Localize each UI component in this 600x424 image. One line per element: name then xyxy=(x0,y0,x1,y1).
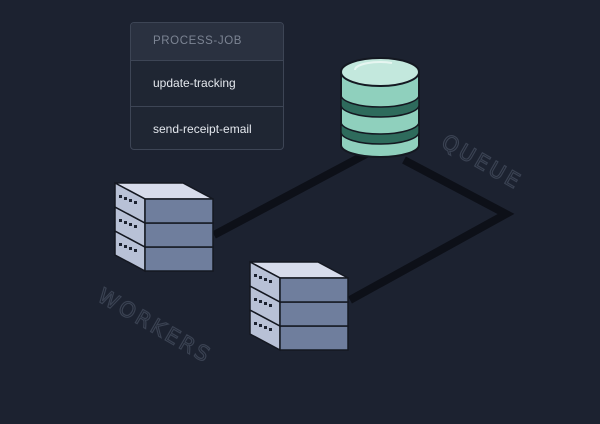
queue-to-worker-right-line xyxy=(348,156,515,304)
job-item-update-tracking: update-tracking xyxy=(131,61,283,107)
queue-to-worker-left-line xyxy=(212,148,372,239)
worker-server-left-icon xyxy=(115,183,213,271)
job-card-title: PROCESS-JOB xyxy=(131,23,283,61)
worker-server-right-icon xyxy=(250,262,348,350)
queue-database-icon xyxy=(340,57,420,158)
connector-lines xyxy=(212,148,515,304)
process-job-card: PROCESS-JOB update-tracking send-receipt… xyxy=(130,22,284,150)
workers-label: WORKERS xyxy=(94,284,217,369)
job-item-send-receipt-email: send-receipt-email xyxy=(153,122,252,136)
